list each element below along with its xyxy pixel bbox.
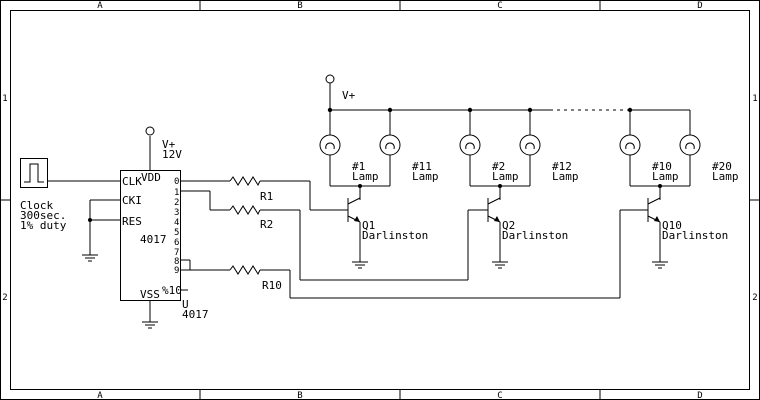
lamp-label-12: #12 bbox=[552, 160, 572, 173]
lamp-word-11: Lamp bbox=[412, 170, 439, 183]
clock-duty: 1% duty bbox=[20, 219, 67, 232]
transistor-icon bbox=[487, 197, 501, 223]
col-label-a-top: A bbox=[97, 1, 103, 11]
pin-out-2: 2 bbox=[174, 198, 179, 208]
resistor-icon bbox=[229, 265, 261, 276]
resistor-label-r1: R1 bbox=[260, 190, 273, 203]
lamp-label-2: #2 bbox=[492, 160, 505, 173]
clock-source: Clock 300sec. 1% duty bbox=[20, 158, 120, 232]
lamp-icon bbox=[459, 134, 481, 156]
col-label-d-top: D bbox=[697, 1, 702, 11]
col-label-d-bottom: D bbox=[697, 391, 702, 400]
pin-out-4: 4 bbox=[174, 218, 179, 228]
supply-rail: V+ bbox=[325, 74, 690, 113]
pin-vdd-label: VDD bbox=[141, 171, 161, 184]
lamp-word-20: Lamp bbox=[712, 170, 739, 183]
ic-value: 4017 bbox=[182, 308, 209, 321]
lamp-label-11: #11 bbox=[412, 160, 432, 173]
lamp-label-10: #10 bbox=[652, 160, 672, 173]
transistor-label-q2: Q2 bbox=[502, 219, 515, 232]
ic-supply-voltage: 12V bbox=[162, 148, 182, 161]
row-label-1-right: 1 bbox=[752, 94, 757, 104]
pin-res-label: RES bbox=[122, 215, 142, 228]
lamp-word-1: Lamp bbox=[352, 170, 379, 183]
ic-supply-label: V+ bbox=[162, 138, 176, 151]
col-label-b-top: B bbox=[297, 1, 302, 11]
lamp-word-12: Lamp bbox=[552, 170, 579, 183]
resistor-label-r10: R10 bbox=[262, 279, 282, 292]
transistor-icon bbox=[647, 197, 661, 223]
pin-out-5: 5 bbox=[174, 228, 179, 238]
output-wiring: R1 R2 R10 bbox=[180, 176, 648, 299]
pin-out-6: 6 bbox=[174, 238, 179, 248]
row-label-1-left: 1 bbox=[2, 94, 7, 104]
col-label-b-bottom: B bbox=[297, 391, 302, 400]
pin-cki-label: CKI bbox=[122, 194, 142, 207]
ground-icon bbox=[142, 321, 158, 329]
lamp-word-2: Lamp bbox=[492, 170, 519, 183]
lamp-icon bbox=[519, 134, 541, 156]
ic-ref: U bbox=[182, 298, 189, 311]
transistor-type-q2: Darlinston bbox=[502, 229, 568, 242]
transistor-label-q10: Q10 bbox=[662, 219, 682, 232]
pin-vss-label: VSS bbox=[140, 288, 160, 301]
lamp-icon bbox=[379, 134, 401, 156]
pin-clk-label: CLK bbox=[122, 175, 142, 188]
pin-out-7: 7 bbox=[174, 248, 179, 258]
pin-out-1: 1 bbox=[174, 188, 179, 198]
pin-out-0: 0 bbox=[174, 177, 179, 187]
pin-out-9: 9 bbox=[174, 266, 179, 276]
resistor-icon bbox=[229, 205, 261, 216]
resistor-icon bbox=[229, 176, 261, 187]
ic-4017: CLK CKI RES VDD VSS 4017 0 1 2 3 4 5 6 7… bbox=[82, 126, 209, 329]
clock-label: Clock bbox=[20, 199, 53, 212]
ground-icon bbox=[352, 261, 368, 269]
resistor-label-r2: R2 bbox=[260, 218, 273, 231]
ground-icon bbox=[652, 261, 668, 269]
transistor-icon bbox=[347, 197, 361, 223]
lamp-icon bbox=[319, 134, 341, 156]
pin-out-3: 3 bbox=[174, 208, 179, 218]
row-label-2-left: 2 bbox=[2, 293, 7, 303]
transistor-type-q1: Darlinston bbox=[362, 229, 428, 242]
pin-co-label: %10 bbox=[162, 284, 182, 297]
clock-period: 300sec. bbox=[20, 209, 66, 222]
row-label-2-right: 2 bbox=[752, 293, 757, 303]
pin-out-8: 8 bbox=[174, 257, 179, 267]
stage-1: #1 Lamp #11 Lamp Q1 Darlinston bbox=[319, 110, 439, 269]
supply-label: V+ bbox=[342, 89, 356, 102]
transistor-type-q10: Darlinston bbox=[662, 229, 728, 242]
lamp-word-10: Lamp bbox=[652, 170, 679, 183]
stage-2: #2 Lamp #12 Lamp Q2 Darlinston bbox=[459, 110, 579, 269]
col-label-c-bottom: C bbox=[497, 391, 502, 400]
col-label-a-bottom: A bbox=[97, 391, 103, 400]
col-label-c-top: C bbox=[497, 1, 502, 11]
lamp-label-1: #1 bbox=[352, 160, 365, 173]
stage-10: #10 Lamp #20 Lamp Q10 Darlinston bbox=[619, 110, 739, 269]
lamp-icon bbox=[619, 134, 641, 156]
lamp-icon bbox=[679, 134, 701, 156]
lamp-label-20: #20 bbox=[712, 160, 732, 173]
transistor-label-q1: Q1 bbox=[362, 219, 375, 232]
ground-icon bbox=[492, 261, 508, 269]
ic-name: 4017 bbox=[140, 233, 167, 246]
ground-icon bbox=[82, 254, 98, 262]
